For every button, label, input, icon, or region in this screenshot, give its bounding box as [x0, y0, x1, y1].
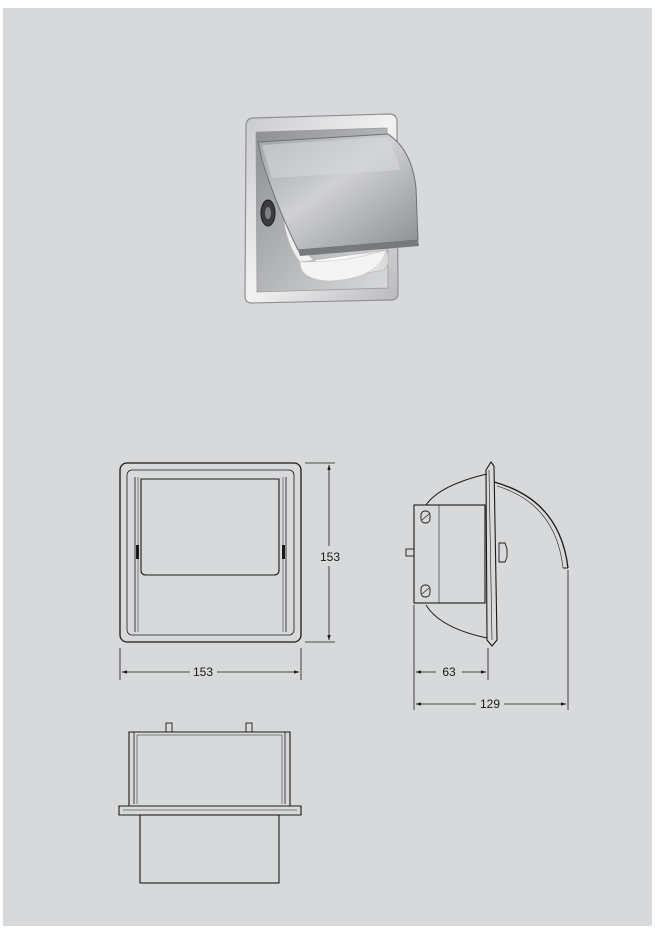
product-photo	[244, 113, 419, 304]
front-height-label: 153	[320, 550, 340, 564]
dimension-side-total	[415, 570, 569, 710]
dimension-front-height	[305, 462, 335, 643]
side-depth-label: 63	[442, 665, 456, 679]
side-view	[405, 461, 569, 647]
side-total-label: 129	[480, 697, 500, 711]
top-view	[118, 722, 302, 884]
front-width-label: 153	[193, 665, 213, 679]
front-view	[119, 462, 302, 643]
dimension-side-depth	[413, 605, 489, 710]
dimension-front-width	[119, 648, 302, 680]
